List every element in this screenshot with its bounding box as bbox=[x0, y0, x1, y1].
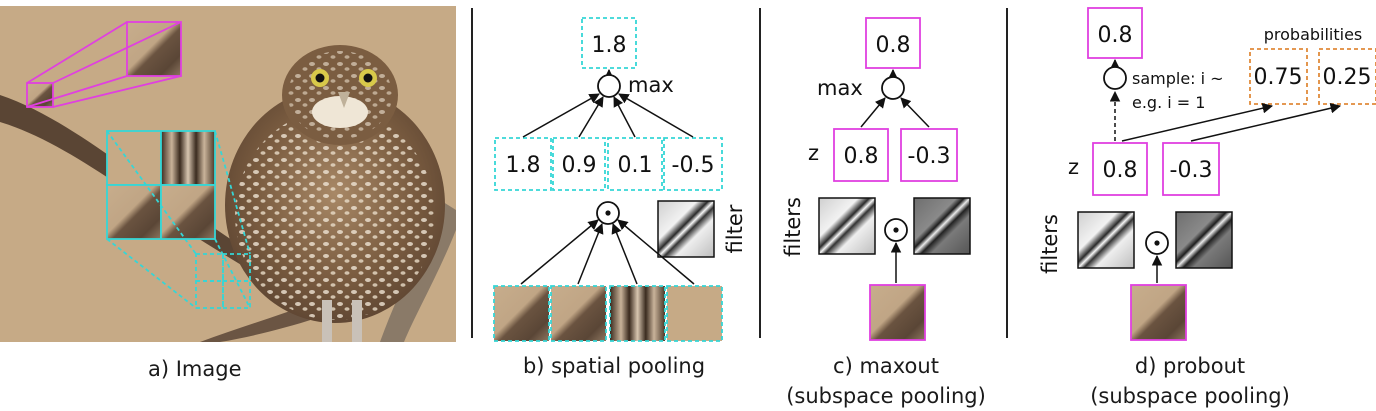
b-filter-label: filter bbox=[723, 204, 747, 253]
c-output-box bbox=[865, 17, 921, 69]
c-z-box-1 bbox=[833, 128, 889, 182]
c-z-value-2: -0.3 bbox=[908, 144, 951, 169]
d-output-value: 0.8 bbox=[1098, 23, 1133, 48]
d-z-value-2: -0.3 bbox=[1170, 158, 1213, 183]
caption-c-line1: c) maxout bbox=[833, 354, 939, 378]
d-prob-box-2 bbox=[1318, 48, 1376, 105]
c-z-box-2 bbox=[900, 128, 958, 182]
caption-c-line2: (subspace pooling) bbox=[786, 384, 986, 408]
b-pool-boxes bbox=[494, 137, 723, 191]
owl bbox=[225, 45, 445, 342]
caption-b: b) spatial pooling bbox=[523, 354, 705, 378]
d-prob-value-2: 0.25 bbox=[1323, 65, 1372, 90]
magenta-zoom-callout bbox=[26, 21, 182, 108]
b-pool-value-2: 0.9 bbox=[562, 153, 597, 178]
b-input-patches bbox=[493, 285, 723, 342]
c-input-patch bbox=[869, 284, 926, 341]
d-probabilities-label: probabilities bbox=[1264, 25, 1363, 44]
c-z-label: z bbox=[808, 141, 819, 165]
d-z-label: z bbox=[1068, 155, 1079, 179]
c-z-value-1: 0.8 bbox=[844, 144, 879, 169]
caption-d-line1: d) probout bbox=[1135, 354, 1245, 378]
c-max-label: max bbox=[817, 76, 863, 100]
b-max-label: max bbox=[628, 73, 674, 97]
panel-d-probout: 0.8 sample: i ~ e.g. i = 1 probabilities… bbox=[1038, 7, 1376, 408]
d-prob-value-1: 0.75 bbox=[1254, 65, 1303, 90]
c-max-node bbox=[881, 76, 905, 100]
cyan-zoom-callout bbox=[106, 130, 251, 309]
d-prob-box-1 bbox=[1249, 48, 1308, 105]
d-filter-2 bbox=[1175, 211, 1233, 269]
c-filter-1 bbox=[818, 197, 876, 255]
c-filters-label: filters bbox=[781, 197, 805, 257]
d-z-box-2 bbox=[1162, 142, 1220, 196]
b-filter-image bbox=[657, 200, 715, 258]
d-z-value-1: 0.8 bbox=[1103, 158, 1138, 183]
b-pool-value-3: 0.1 bbox=[618, 153, 653, 178]
b-pool-value-4: -0.5 bbox=[672, 153, 715, 178]
d-sample-text: sample: i ~ bbox=[1132, 69, 1224, 88]
b-output-box bbox=[581, 17, 637, 69]
d-filters-label: filters bbox=[1038, 214, 1062, 274]
d-input-patch bbox=[1130, 284, 1187, 341]
caption-a: a) Image bbox=[148, 357, 242, 381]
b-output-value: 1.8 bbox=[592, 33, 627, 58]
d-output-box bbox=[1087, 7, 1143, 59]
c-output-value: 0.8 bbox=[876, 33, 911, 58]
d-sample-node bbox=[1103, 66, 1127, 90]
caption-d-line2: (subspace pooling) bbox=[1090, 384, 1290, 408]
c-filter-2 bbox=[913, 197, 971, 255]
panel-c-maxout: 0.8 max z 0.8 -0.3 filters c) maxout (su… bbox=[781, 17, 986, 408]
d-filter-1 bbox=[1077, 211, 1135, 269]
panel-a-image: a) Image bbox=[0, 6, 456, 381]
b-max-node bbox=[597, 74, 621, 98]
d-example-text: e.g. i = 1 bbox=[1132, 93, 1205, 112]
panel-b-spatial-pooling: 1.8 max 1.8 0.9 0.1 -0.5 filter bbox=[493, 17, 747, 378]
d-z-box-1 bbox=[1092, 142, 1148, 196]
b-pool-value-1: 1.8 bbox=[506, 153, 541, 178]
